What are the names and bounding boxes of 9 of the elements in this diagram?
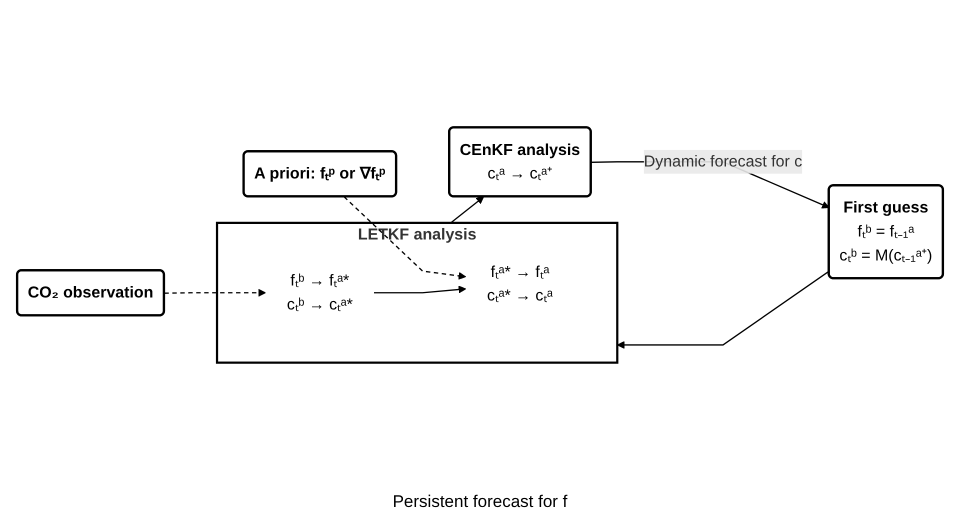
edge-label: Dynamic forecast for c — [644, 152, 802, 170]
arrow — [374, 286, 466, 294]
node-text: fₜᵇ → fₜᵃ* cₜᵇ → cₜᵃ* — [286, 272, 353, 314]
arrow — [344, 196, 466, 280]
arrow — [450, 196, 484, 224]
node-text: fₜᵃ* → fₜᵃ cₜᵃ* → cₜᵃ — [487, 262, 553, 304]
note-text: Persistent forecast for f — [392, 492, 568, 512]
arrow — [616, 270, 830, 349]
arrow — [164, 288, 266, 297]
